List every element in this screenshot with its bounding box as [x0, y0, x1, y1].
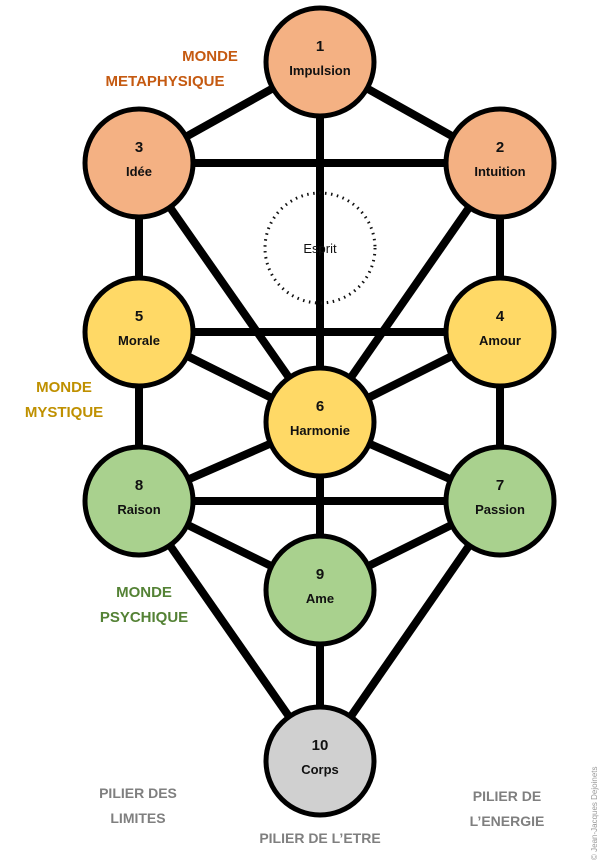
node-2-label: Intuition [474, 164, 525, 179]
node-1-label: Impulsion [289, 63, 350, 78]
zone-psychique-line1: MONDE [116, 584, 172, 601]
node-1-circle [263, 5, 377, 119]
node-9-number: 9 [316, 566, 324, 583]
zone-mystique-line1: MONDE [36, 379, 92, 396]
node-2-circle [443, 106, 557, 220]
node-6-label: Harmonie [290, 423, 350, 438]
esprit-circle [263, 191, 377, 305]
node-10-number: 10 [312, 737, 329, 754]
node-6-circle [263, 365, 377, 479]
node-3-circle [82, 106, 196, 220]
node-8-number: 8 [135, 477, 143, 494]
pillar-energie-line1: PILIER DE [473, 788, 541, 804]
node-5-label: Morale [118, 333, 160, 348]
zone-label-metaphysique: MONDE METAPHYSIQUE [106, 48, 238, 90]
node-1-number: 1 [316, 38, 324, 55]
node-10-label: Corps [301, 762, 339, 777]
node-9-circle [263, 533, 377, 647]
node-10-circle [263, 704, 377, 818]
pillar-etre-line1: PILIER DE L’ETRE [259, 830, 380, 846]
node-3-number: 3 [135, 139, 143, 156]
pillar-limites-line2: LIMITES [110, 810, 165, 826]
node-8-circle [82, 444, 196, 558]
node-8-label: Raison [117, 502, 160, 517]
node-7-label: Passion [475, 502, 525, 517]
pillar-label-etre: PILIER DE L’ETRE [259, 830, 380, 846]
node-6-number: 6 [316, 398, 324, 415]
node-4-number: 4 [496, 308, 505, 325]
pillar-label-energie: PILIER DE L’ENERGIE [470, 788, 545, 829]
pillar-label-limites: PILIER DES LIMITES [99, 785, 177, 826]
node-7-circle [443, 444, 557, 558]
zone-mystique-line2: MYSTIQUE [25, 404, 103, 421]
node-5-circle [82, 275, 196, 389]
node-4-circle [443, 275, 557, 389]
node-2-number: 2 [496, 139, 504, 156]
pillar-energie-line2: L’ENERGIE [470, 813, 545, 829]
node-9-label: Ame [306, 591, 334, 606]
copyright-notice: © Jean-Jacques Dejoinets [590, 767, 599, 861]
node-4-label: Amour [479, 333, 521, 348]
esprit-label: Esprit [303, 241, 337, 256]
zone-label-mystique: MONDE MYSTIQUE [25, 379, 103, 421]
zone-metaphysique-line1: MONDE [182, 48, 238, 65]
node-7-number: 7 [496, 477, 504, 494]
zone-label-psychique: MONDE PSYCHIQUE [100, 584, 188, 626]
zone-psychique-line2: PSYCHIQUE [100, 609, 188, 626]
node-3-label: Idée [126, 164, 152, 179]
pillar-limites-line1: PILIER DES [99, 785, 177, 801]
zone-metaphysique-line2: METAPHYSIQUE [106, 73, 225, 90]
node-5-number: 5 [135, 308, 143, 325]
